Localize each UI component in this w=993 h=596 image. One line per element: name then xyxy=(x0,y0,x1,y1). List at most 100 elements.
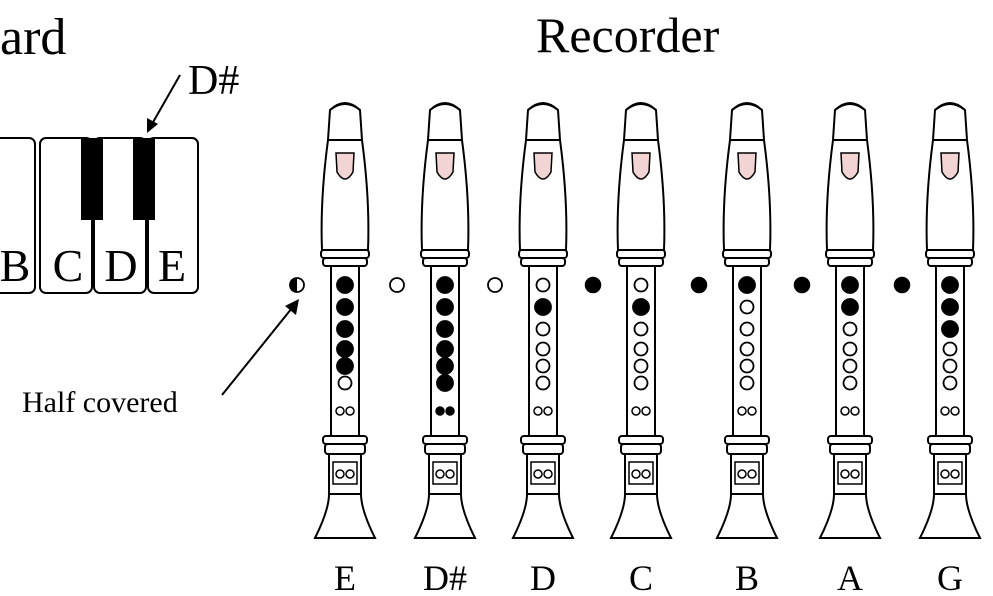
note-label-g: G xyxy=(937,558,963,596)
double-hole-1-open xyxy=(940,406,950,416)
double-hole-1-open xyxy=(335,406,345,416)
upper-ring-2 xyxy=(724,257,770,267)
window-shape xyxy=(533,152,553,180)
finger-hole-4-open xyxy=(842,341,858,357)
finger-hole-3-open xyxy=(633,321,649,337)
finger-hole-2-closed xyxy=(941,298,959,316)
finger-hole-3-closed xyxy=(336,320,354,338)
finger-hole-6-open xyxy=(739,375,755,391)
foot-hole-2 xyxy=(445,469,455,479)
finger-hole-2-closed xyxy=(534,298,552,316)
key-label-b: B xyxy=(0,240,30,291)
thumb-hole-closed xyxy=(893,276,911,294)
thumb-hole-open xyxy=(389,277,405,293)
keyboard-title: ard xyxy=(0,9,67,66)
lower-ring-2 xyxy=(522,443,564,455)
foot-hole-2 xyxy=(747,469,757,479)
recorder-a: A xyxy=(793,102,882,596)
foot-hole-1 xyxy=(335,469,345,479)
lower-ring xyxy=(422,435,468,445)
double-hole-2-closed xyxy=(445,406,455,416)
foot-hole-2 xyxy=(950,469,960,479)
lower-ring-2 xyxy=(620,443,662,455)
upper-ring-2 xyxy=(927,257,973,267)
finger-hole-5-open xyxy=(842,358,858,374)
foot-hole-1 xyxy=(631,469,641,479)
upper-ring xyxy=(320,249,370,259)
finger-hole-4-open xyxy=(535,341,551,357)
finger-hole-6-open xyxy=(633,375,649,391)
finger-hole-1-open xyxy=(633,277,649,293)
window-shape xyxy=(435,152,455,180)
double-hole-1-closed xyxy=(435,406,445,416)
foot-hole-1 xyxy=(435,469,445,479)
note-label-c: C xyxy=(629,558,653,596)
finger-hole-4-open xyxy=(633,341,649,357)
half-covered-arrow xyxy=(221,299,299,396)
key-label-d: D xyxy=(104,240,137,291)
mouthpiece-top xyxy=(934,102,966,111)
thumb-hole-closed xyxy=(584,276,602,294)
finger-hole-4-closed xyxy=(436,340,454,358)
thumb-hole-closed xyxy=(690,276,708,294)
bell xyxy=(313,493,377,539)
finger-hole-2-closed xyxy=(336,298,354,316)
upper-ring xyxy=(925,249,975,259)
thumb-hole-half-fill xyxy=(290,278,297,292)
double-hole-2-open xyxy=(641,406,651,416)
finger-hole-5-open xyxy=(633,358,649,374)
note-label-e: E xyxy=(334,558,356,596)
recorder-title: Recorder xyxy=(536,7,720,63)
recorder-g: G xyxy=(893,102,982,596)
lower-ring-2 xyxy=(324,443,366,455)
double-hole-2-open xyxy=(747,406,757,416)
window-shape xyxy=(840,152,860,180)
finger-hole-5-open xyxy=(739,358,755,374)
finger-hole-1-closed xyxy=(336,276,354,294)
upper-ring-2 xyxy=(422,257,468,267)
lower-ring-2 xyxy=(829,443,871,455)
upper-ring-2 xyxy=(827,257,873,267)
piano-keyboard: B C D E xyxy=(0,137,199,294)
lower-ring-2 xyxy=(424,443,466,455)
double-hole-1-open xyxy=(840,406,850,416)
bell xyxy=(818,493,882,539)
mouthpiece-top xyxy=(834,102,866,111)
finger-hole-1-closed xyxy=(941,276,959,294)
finger-hole-5-closed xyxy=(336,357,354,375)
double-hole-1-open xyxy=(737,406,747,416)
recorder-e: E xyxy=(289,102,377,596)
recorder-b: B xyxy=(690,102,779,596)
foot-hole-2 xyxy=(345,469,355,479)
mouthpiece-top xyxy=(527,102,559,111)
mouthpiece-top xyxy=(329,102,361,111)
key-label-e: E xyxy=(158,240,186,291)
lower-ring xyxy=(618,435,664,445)
finger-hole-2-closed xyxy=(841,298,859,316)
upper-ring xyxy=(616,249,666,259)
mouthpiece-top xyxy=(429,102,461,111)
d-sharp-pointer-label: D# xyxy=(188,58,240,104)
finger-hole-1-closed xyxy=(738,276,756,294)
half-covered-label: Half covered xyxy=(22,386,178,419)
lower-ring xyxy=(520,435,566,445)
double-hole-2-open xyxy=(345,406,355,416)
foot-hole-2 xyxy=(850,469,860,479)
upper-ring-2 xyxy=(618,257,664,267)
note-label-d-sharp: D# xyxy=(423,558,467,596)
thumb-hole-closed xyxy=(793,276,811,294)
finger-hole-6-open xyxy=(942,375,958,391)
white-key-b xyxy=(0,137,36,294)
finger-hole-3-open xyxy=(535,321,551,337)
double-hole-2-open xyxy=(543,406,553,416)
window-shape xyxy=(335,152,355,180)
note-label-a: A xyxy=(837,558,863,596)
finger-hole-4-open xyxy=(739,341,755,357)
finger-hole-3-open xyxy=(842,321,858,337)
double-hole-2-open xyxy=(950,406,960,416)
finger-hole-5-open xyxy=(535,358,551,374)
finger-hole-3-closed xyxy=(436,320,454,338)
